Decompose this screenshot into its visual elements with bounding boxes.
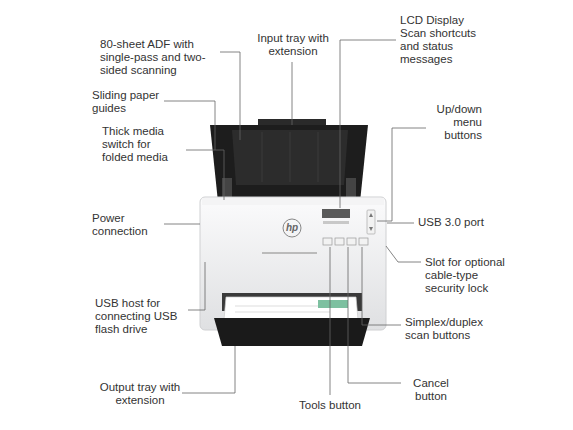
leader-lines xyxy=(164,40,426,395)
callout-label: Output tray with extension xyxy=(99,381,181,407)
leader-line xyxy=(164,101,215,150)
lcd-strip xyxy=(323,221,349,224)
input-tray xyxy=(210,125,368,202)
leader-line xyxy=(340,40,396,208)
body-lip xyxy=(202,198,384,205)
leader-line xyxy=(188,262,205,310)
leader-line xyxy=(330,247,331,395)
model-text xyxy=(262,252,317,254)
leader-line xyxy=(292,62,293,125)
leader-line xyxy=(220,52,240,140)
callout-label: Power connection xyxy=(92,212,162,238)
callout-label: Simplex/duplex scan buttons xyxy=(405,316,495,342)
leader-line xyxy=(186,150,224,200)
tray-ridge xyxy=(262,132,263,182)
down-arrow xyxy=(369,227,373,231)
up-arrow xyxy=(369,213,373,217)
callout-label: Thick media switch for folded media xyxy=(102,125,182,164)
tools-button xyxy=(323,238,332,245)
logo-ring xyxy=(283,219,301,237)
callout-label: Input tray with extension xyxy=(248,32,338,58)
leader-line xyxy=(164,224,200,225)
leader-line xyxy=(386,246,421,262)
callout-label: Up/down menu buttons xyxy=(430,103,482,142)
callout-label: LCD Display Scan shortcuts and status me… xyxy=(400,14,482,66)
leader-line xyxy=(377,128,426,221)
tray-ridge xyxy=(318,132,319,182)
callout-label: 80-sheet ADF with single-pass and two-si… xyxy=(100,38,215,77)
tray-ridge xyxy=(290,132,291,182)
leader-line xyxy=(362,247,401,325)
paper-guide xyxy=(346,178,356,198)
scanner-body xyxy=(200,197,386,330)
tray-panel xyxy=(232,130,348,185)
callout-label: USB host for connecting USB flash drive xyxy=(95,297,183,336)
leader-line xyxy=(348,247,401,383)
leader-line xyxy=(387,223,414,224)
cancel-button xyxy=(335,238,344,245)
callout-label: Tools button xyxy=(290,399,370,412)
brand-logo: hp xyxy=(282,223,302,233)
up-down-buttons xyxy=(367,210,375,234)
callout-label: Sliding paper guides xyxy=(92,89,167,115)
scan-button xyxy=(347,238,356,245)
output-tray xyxy=(214,318,370,346)
leader-line xyxy=(182,346,235,393)
callout-label: USB 3.0 port xyxy=(418,216,493,229)
paper-graphic xyxy=(318,300,348,308)
scan-button xyxy=(359,238,368,245)
paper-guide xyxy=(222,178,232,198)
lcd-display xyxy=(322,209,350,218)
callout-label: Slot for optional cable-type security lo… xyxy=(425,256,520,295)
paper-line xyxy=(235,312,330,313)
callout-label: Cancel button xyxy=(405,377,457,403)
